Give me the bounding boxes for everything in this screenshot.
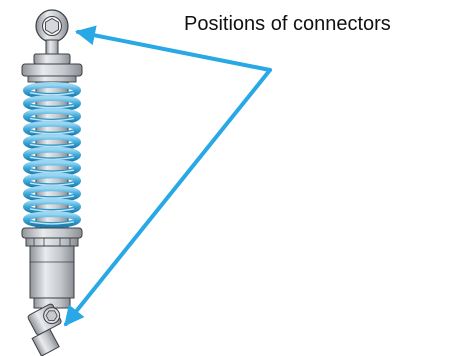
spring-coil-highlight	[29, 208, 75, 212]
spring-coil-highlight	[29, 104, 75, 109]
arrow-to-bottom-connector	[64, 68, 272, 327]
spring-coil-highlight	[29, 130, 75, 135]
spring-coil-highlight	[29, 221, 75, 225]
damper-rod	[35, 81, 69, 229]
annotation-arrows	[64, 25, 272, 327]
spring-coil-highlight	[29, 169, 75, 173]
spring-coil-highlight	[29, 182, 75, 186]
annotation-label: Positions of connectors	[184, 13, 391, 35]
spring-coil-highlight	[29, 195, 75, 199]
coil-spring	[23, 82, 81, 228]
arrow-to-top-connector	[75, 25, 272, 72]
spring-coil-turn	[23, 211, 81, 228]
top-spring-seat	[21, 53, 83, 83]
spring-coil-highlight	[29, 156, 75, 161]
spring-coil-highlight	[29, 143, 75, 148]
bottom-spring-seat	[21, 227, 83, 247]
bottom-connector	[27, 303, 62, 356]
damper-cylinder	[29, 245, 75, 309]
spring-coil-highlight	[29, 92, 75, 96]
spring-coil-highlight	[29, 117, 75, 122]
top-connector	[35, 9, 69, 55]
